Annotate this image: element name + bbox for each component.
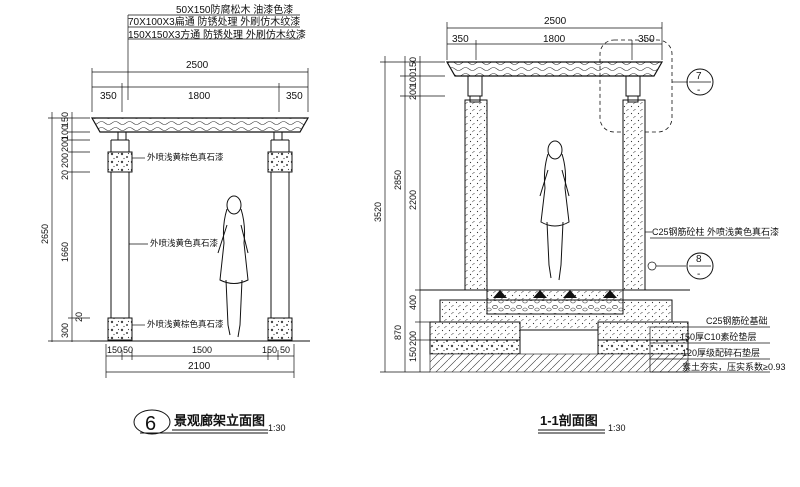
section-top-seg-3: 350 — [638, 34, 655, 45]
section-note-3: 150厚C10素砼垫层 — [680, 331, 757, 342]
sec-dim-150b: 150 — [408, 347, 418, 362]
callout-8: 8 - — [647, 252, 714, 280]
sec-dim-150: 150 — [408, 57, 418, 72]
section-note-1: C25钢筋砼柱 外喷浅黄色真石漆 — [652, 226, 779, 237]
elevation-top-total: 2500 — [186, 60, 209, 71]
elevation-note-bottom: 外喷浅黄棕色真石漆 — [147, 319, 224, 329]
elevation-top-seg-3: 350 — [286, 91, 303, 102]
elev-bot-2100: 2100 — [188, 361, 211, 372]
sec-dim-400: 400 — [408, 295, 418, 310]
callout-7: 7 - — [599, 39, 714, 133]
section-scale: 1:30 — [608, 423, 626, 433]
section-left-cushion — [429, 339, 521, 355]
elev-bot-50b: 50 — [280, 345, 290, 355]
elev-dim-1660: 1660 — [60, 242, 70, 262]
sec-dim-2850: 2850 — [393, 170, 403, 190]
human-figure-icon — [217, 195, 249, 338]
elevation-left-dims: 150 100 200 200 20 1660 20 300 2650 — [40, 112, 90, 342]
beam-note-2: 70X100X3扁通 防锈处理 外刷仿木纹漆 — [128, 15, 300, 28]
elevation-title-block: 6 景观廊架立面图 1:30 — [133, 409, 286, 435]
section-top-seg-1: 350 — [452, 34, 469, 45]
section-note-2: C25钢筋砼基础 — [706, 315, 768, 326]
elev-dim-200a: 200 — [60, 137, 70, 152]
elev-bot-50a: 50 — [123, 345, 133, 355]
section-note-4: 120厚级配碎石垫层 — [682, 347, 760, 358]
elev-dim-300: 300 — [60, 323, 70, 338]
callout-8-den: - — [697, 269, 700, 280]
section-top-dims: 2500 350 1800 350 — [446, 16, 663, 60]
elevation-left-column — [107, 139, 133, 341]
sec-dim-200: 200 — [408, 85, 418, 100]
elevation-top-seg-2: 1800 — [188, 91, 211, 102]
sec-dim-200b: 200 — [408, 331, 418, 346]
elev-dim-2650: 2650 — [40, 224, 50, 244]
sec-dim-870: 870 — [393, 325, 403, 340]
sec-dim-2200: 2200 — [408, 190, 418, 210]
section-top-seg-2: 1800 — [543, 34, 566, 45]
elevation-note-mid: 外喷浅黄色真石漆 — [150, 238, 219, 248]
section-left-footing — [429, 321, 521, 341]
section-left-column — [464, 99, 488, 291]
elevation-title-number: 6 — [145, 413, 156, 435]
elevation-top-dims: 2500 350 1800 350 — [91, 60, 309, 112]
callout-7-den: - — [697, 85, 700, 96]
sec-dim-100: 100 — [408, 72, 418, 87]
elevation-note-top: 外喷浅黄棕色真石漆 — [147, 152, 224, 162]
human-figure-icon-section — [539, 140, 570, 281]
elev-dim-100: 100 — [60, 125, 70, 140]
section-right-column — [622, 99, 646, 291]
beam-note-3: 150X150X3方通 防锈处理 外刷仿木纹漆 — [128, 28, 306, 41]
section-note-5: 素土夯实，压实系数≥0.93 — [682, 361, 785, 372]
beam-notes: 50X150防腐松木 油漆色漆 70X100X3扁通 防锈处理 外刷仿木纹漆 1… — [127, 3, 306, 100]
elevation-top-seg-1: 350 — [100, 91, 117, 102]
section-left-dims: 150 100 200 2850 2200 400 870 200 150 35… — [373, 56, 445, 373]
elev-dim-20b: 20 — [74, 312, 84, 322]
section-right-footing — [597, 321, 689, 341]
section-floor-slab — [486, 289, 624, 301]
beam-note-1: 50X150防腐松木 油漆色漆 — [176, 3, 293, 16]
section-view: 2500 350 1800 350 7 - — [373, 16, 785, 434]
elevation-view: 50X150防腐松木 油漆色漆 70X100X3扁通 防锈处理 外刷仿木纹漆 1… — [40, 3, 310, 435]
callout-7-num: 7 — [696, 71, 702, 82]
callout-8-num: 8 — [696, 254, 702, 265]
elev-dim-150: 150 — [60, 112, 70, 127]
elev-dim-20a: 20 — [60, 170, 70, 180]
elevation-right-column — [267, 139, 293, 341]
section-gravel-top — [486, 299, 624, 315]
elev-bot-150a: 150 — [107, 345, 122, 355]
sec-dim-3520: 3520 — [373, 202, 383, 222]
section-top-total: 2500 — [544, 16, 567, 27]
elev-dim-200b: 200 — [60, 153, 70, 168]
elevation-beam — [90, 117, 310, 133]
section-title-block: 1-1剖面图 1:30 — [538, 413, 626, 434]
section-title: 1-1剖面图 — [540, 413, 598, 428]
elev-bot-1500: 1500 — [192, 345, 212, 355]
section-beam — [445, 61, 664, 77]
section-notes: C25钢筋砼柱 外喷浅黄色真石漆 C25钢筋砼基础 150厚C10素砼垫层 12… — [645, 226, 785, 373]
section-right-cushion — [597, 339, 689, 355]
section-soil — [429, 353, 689, 373]
elevation-scale: 1:30 — [268, 423, 286, 433]
elev-bot-150b: 150 — [262, 345, 277, 355]
elevation-bottom-dims: 150 50 1500 150 50 2100 — [105, 344, 295, 378]
elevation-title: 景观廊架立面图 — [174, 413, 265, 428]
